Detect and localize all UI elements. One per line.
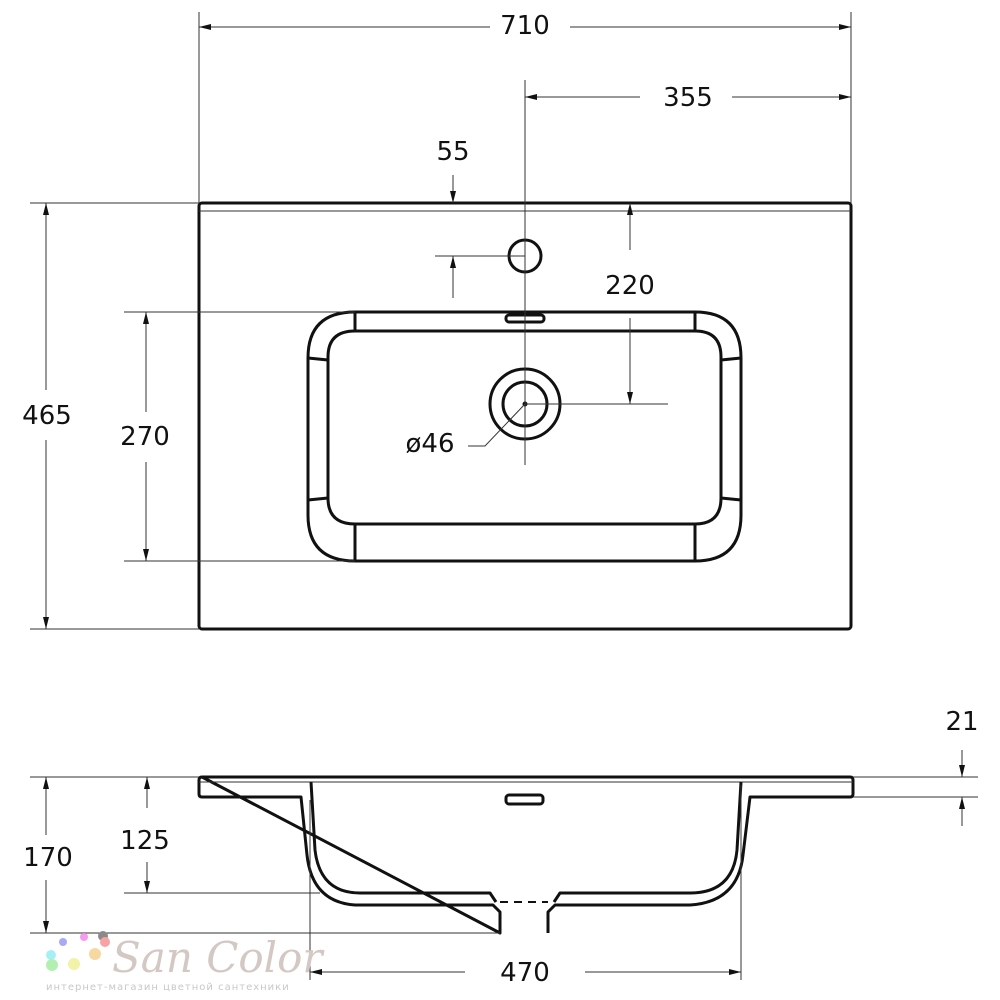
logo-name: San Color (112, 933, 325, 982)
side-view (197, 775, 855, 935)
overflow-slot-side (504, 793, 545, 806)
side-dimension-lines (30, 750, 978, 980)
logo-tagline: интернет-магазин цветной сантехники (46, 982, 290, 993)
dim-bowl-width: 470 (500, 958, 550, 988)
dim-tap-hole-offset: 55 (436, 137, 469, 167)
dim-total-height: 170 (23, 843, 73, 873)
bowl-inner (309, 781, 743, 903)
dim-bowl-depth: 270 (120, 422, 170, 452)
dim-overall-width: 710 (500, 11, 550, 41)
slab-and-bowl-outer (197, 775, 855, 935)
dim-overall-depth: 465 (22, 401, 72, 431)
dim-slab-thickness: 21 (945, 707, 978, 737)
dim-drain-diameter: ø46 (406, 429, 455, 459)
logo: San Color интернет-магазин цветной санте… (46, 931, 325, 993)
dim-bowl-height: 125 (120, 826, 170, 856)
top-dimension-lines (30, 12, 852, 630)
dim-half-width: 355 (663, 83, 713, 113)
basin-corner-seams (307, 312, 742, 561)
dim-drain-offset: 220 (605, 271, 655, 301)
